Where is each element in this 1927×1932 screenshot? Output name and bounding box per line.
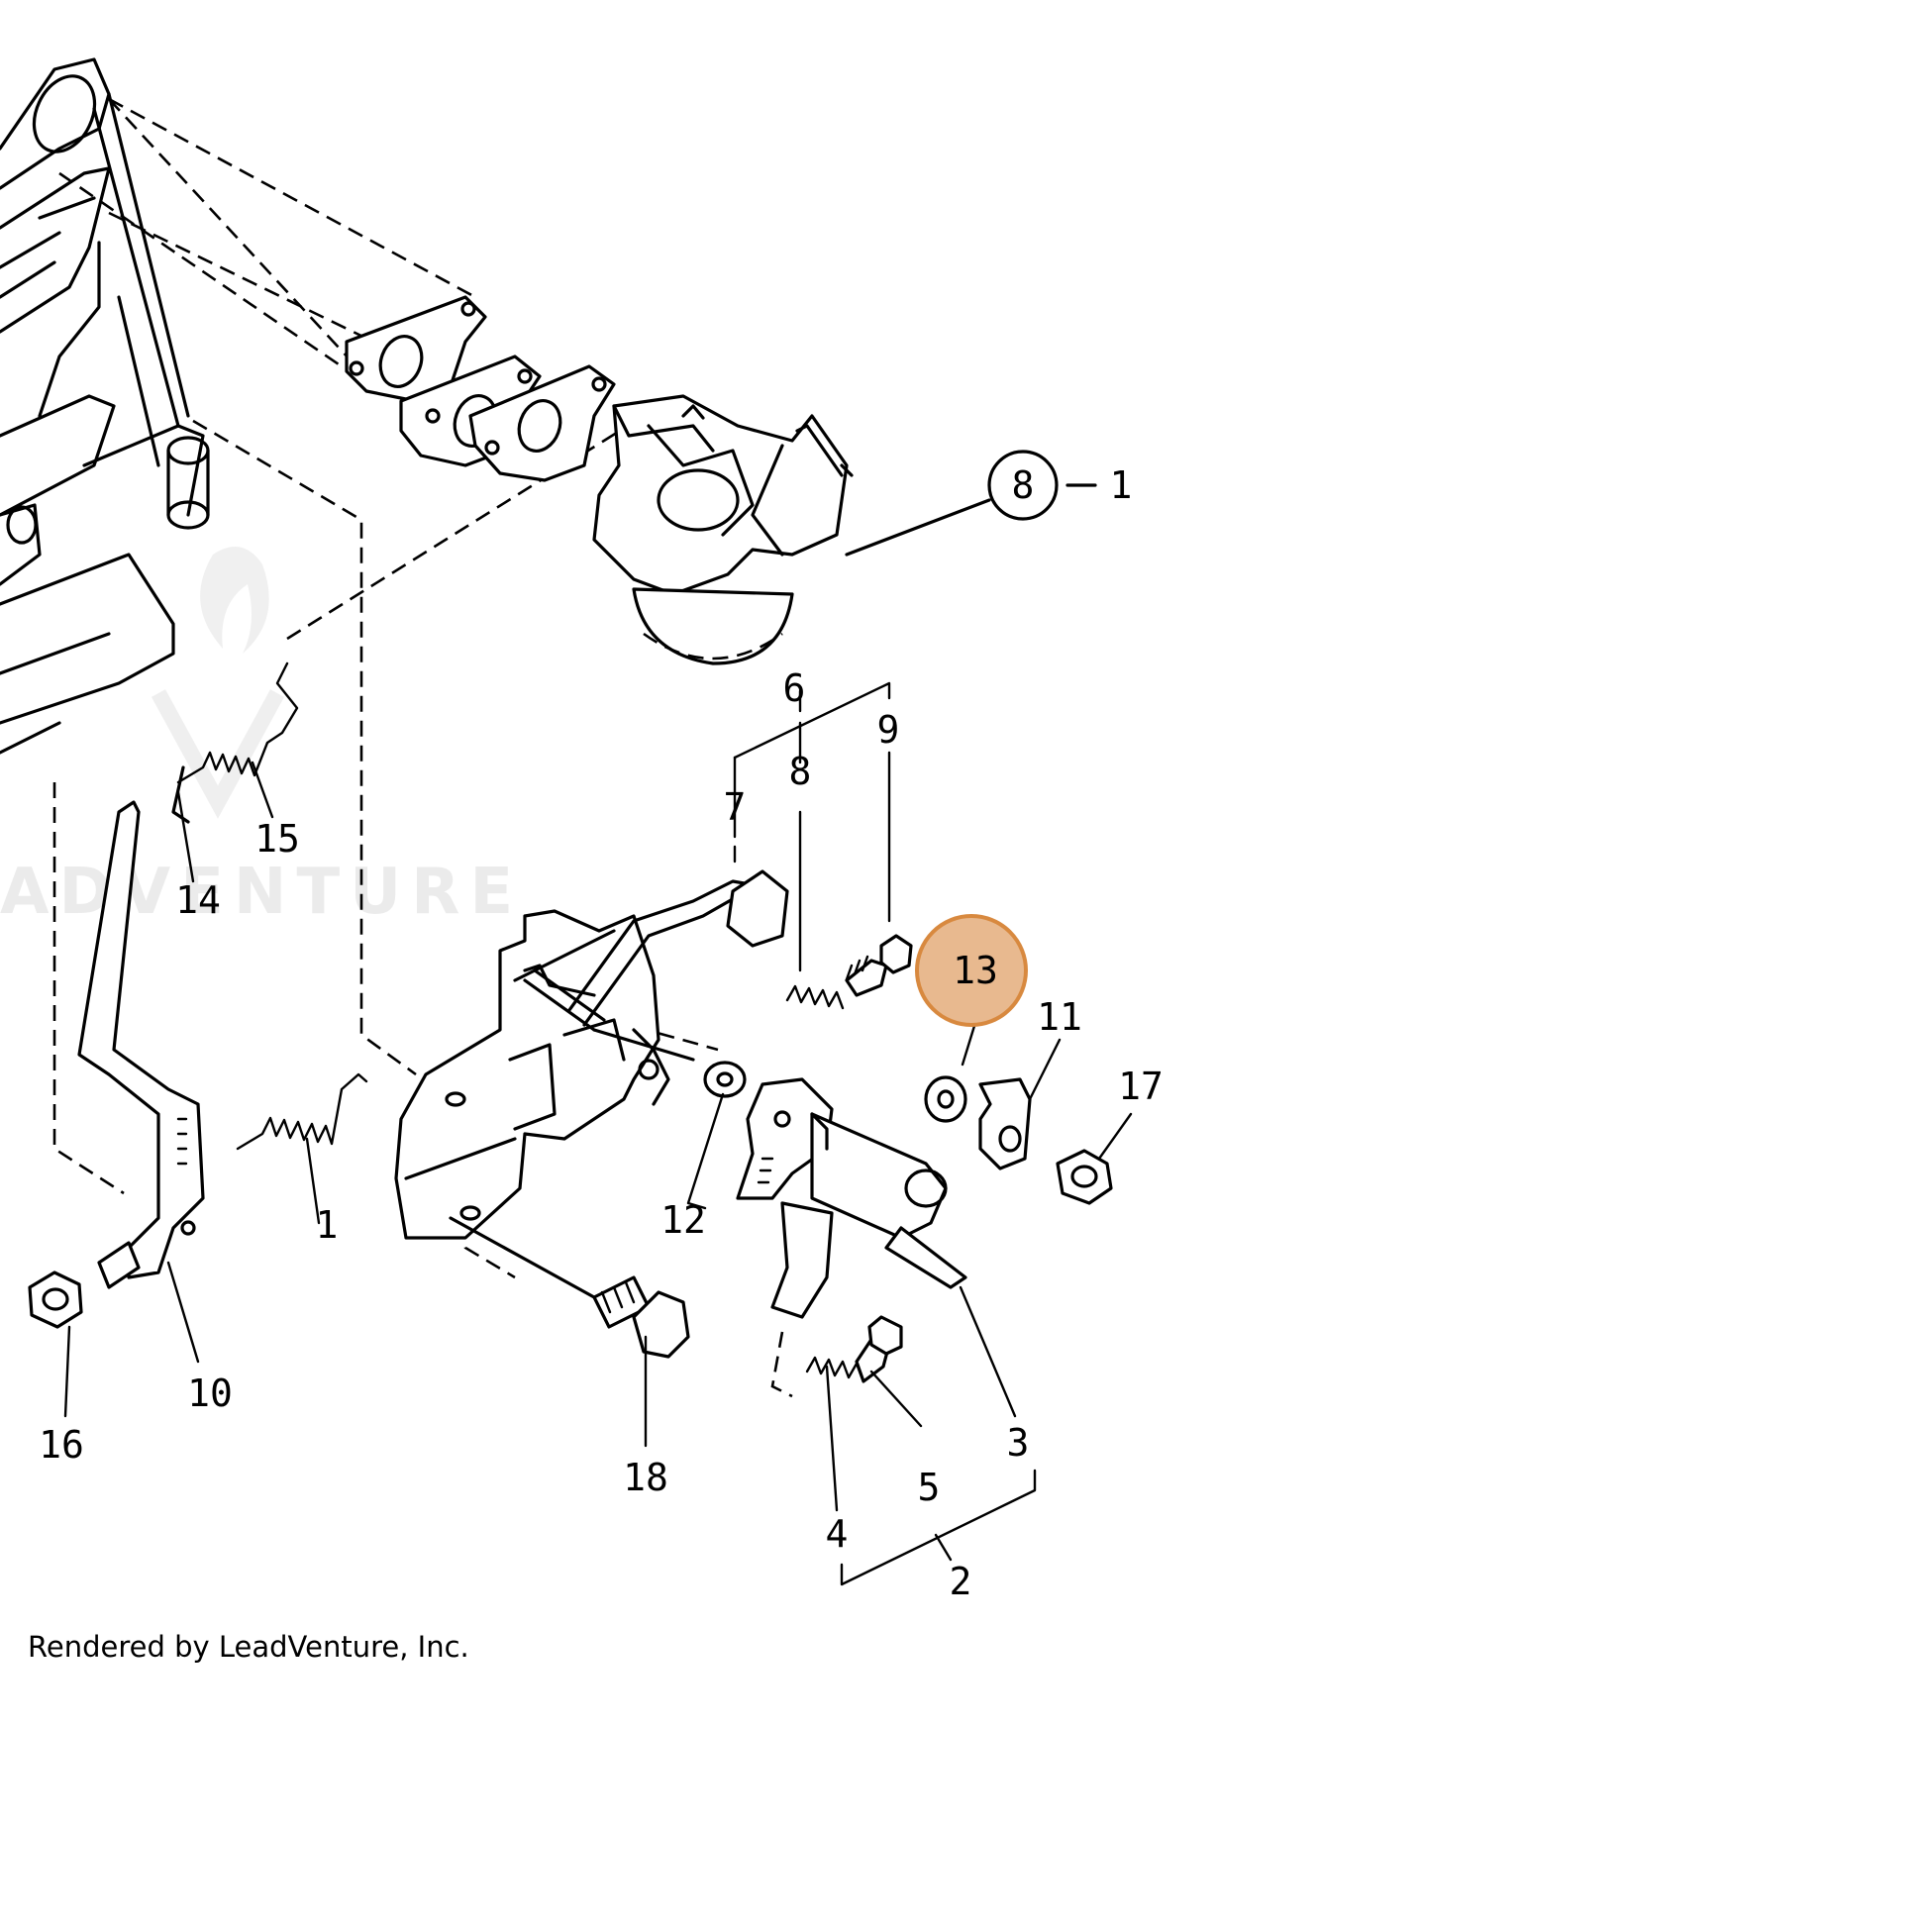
callout-15: 15 bbox=[254, 817, 300, 861]
render-credit: Rendered by LeadVenture, Inc. bbox=[28, 1630, 469, 1664]
carburetor bbox=[592, 394, 854, 665]
callout-10: 10 bbox=[187, 1372, 233, 1415]
callout-leaders bbox=[63, 681, 1133, 1586]
callout-14: 14 bbox=[175, 878, 221, 922]
callout-labels: 8 1 6 9 8 7 13 11 17 12 1 15 14 10 16 18… bbox=[39, 463, 1164, 1603]
nut-16 bbox=[28, 1271, 83, 1329]
spring-1 bbox=[236, 1072, 368, 1151]
screw-5 bbox=[855, 1315, 903, 1383]
callout-13: 13 bbox=[953, 949, 998, 992]
callout-2: 2 bbox=[950, 1560, 972, 1603]
washer-13 bbox=[924, 1075, 967, 1123]
callout-1-spring: 1 bbox=[316, 1203, 339, 1247]
callout-8-spring: 8 bbox=[789, 750, 812, 793]
callout-11: 11 bbox=[1037, 995, 1082, 1039]
screw-9 bbox=[845, 934, 913, 997]
stud bbox=[523, 968, 695, 1062]
governor-bracket bbox=[394, 909, 670, 1240]
callout-9: 9 bbox=[877, 708, 900, 752]
small-spring bbox=[785, 984, 845, 1010]
callout-4: 4 bbox=[826, 1512, 849, 1556]
part-11 bbox=[978, 1077, 1032, 1170]
callout-6: 6 bbox=[783, 666, 806, 710]
watermark-text: ADVENTURE bbox=[0, 856, 523, 929]
throttle-lever-10 bbox=[77, 800, 205, 1289]
callout-16: 16 bbox=[39, 1423, 84, 1467]
callout-5: 5 bbox=[918, 1466, 941, 1509]
callout-8-circle bbox=[845, 450, 1097, 557]
callout-8: 8 bbox=[1012, 463, 1035, 507]
callout-13-highlight bbox=[915, 914, 1028, 1027]
intake-gaskets bbox=[345, 295, 616, 482]
watermark: ADVENTURE bbox=[0, 547, 523, 929]
lever-assembly bbox=[736, 1077, 967, 1319]
bolt-18 bbox=[449, 1216, 690, 1359]
callout-17: 17 bbox=[1118, 1065, 1164, 1108]
callout-18: 18 bbox=[623, 1456, 668, 1499]
nut-17 bbox=[1056, 1149, 1113, 1205]
callout-12: 12 bbox=[660, 1198, 706, 1242]
engine-block bbox=[0, 57, 210, 755]
callout-3: 3 bbox=[1007, 1421, 1030, 1465]
callout-7: 7 bbox=[724, 785, 747, 829]
callout-1-carburetor: 1 bbox=[1110, 463, 1133, 507]
throttle-link bbox=[567, 869, 789, 1027]
washer-12 bbox=[703, 1061, 747, 1098]
spring-4 bbox=[770, 1331, 864, 1398]
